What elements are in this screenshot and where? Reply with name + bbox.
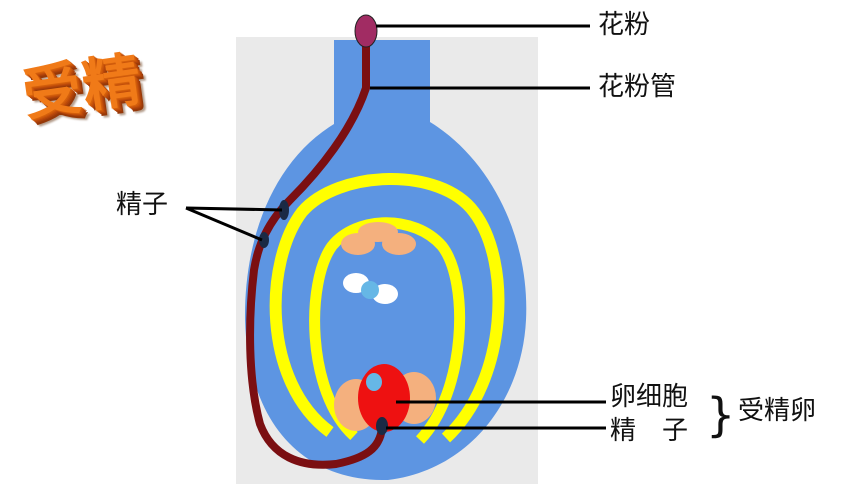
egg-cell — [358, 364, 410, 432]
page-title: 受精 — [18, 44, 147, 129]
pollen-tube — [246, 36, 386, 469]
sperm-cell-fused — [376, 417, 388, 435]
label-pollen-tube: 花粉管 — [598, 72, 677, 102]
pollen-grain — [354, 14, 378, 48]
label-fertilized-egg: 受精卵 — [738, 396, 817, 426]
polar-nuclei — [343, 273, 398, 304]
label-sperm: 精子 — [116, 190, 169, 220]
label-sperm-lower: 精 子 — [610, 416, 689, 446]
label-pollen: 花粉 — [598, 10, 651, 40]
sperm-cell-2 — [259, 232, 269, 248]
leader-lines — [185, 24, 606, 430]
brace: } — [706, 388, 736, 442]
sperm-cell-1 — [279, 200, 289, 220]
outer-integument — [269, 173, 505, 443]
label-egg-cell: 卵细胞 — [610, 382, 689, 412]
title-wordart: 受精 — [17, 32, 148, 132]
antipodal-cells — [341, 222, 416, 255]
